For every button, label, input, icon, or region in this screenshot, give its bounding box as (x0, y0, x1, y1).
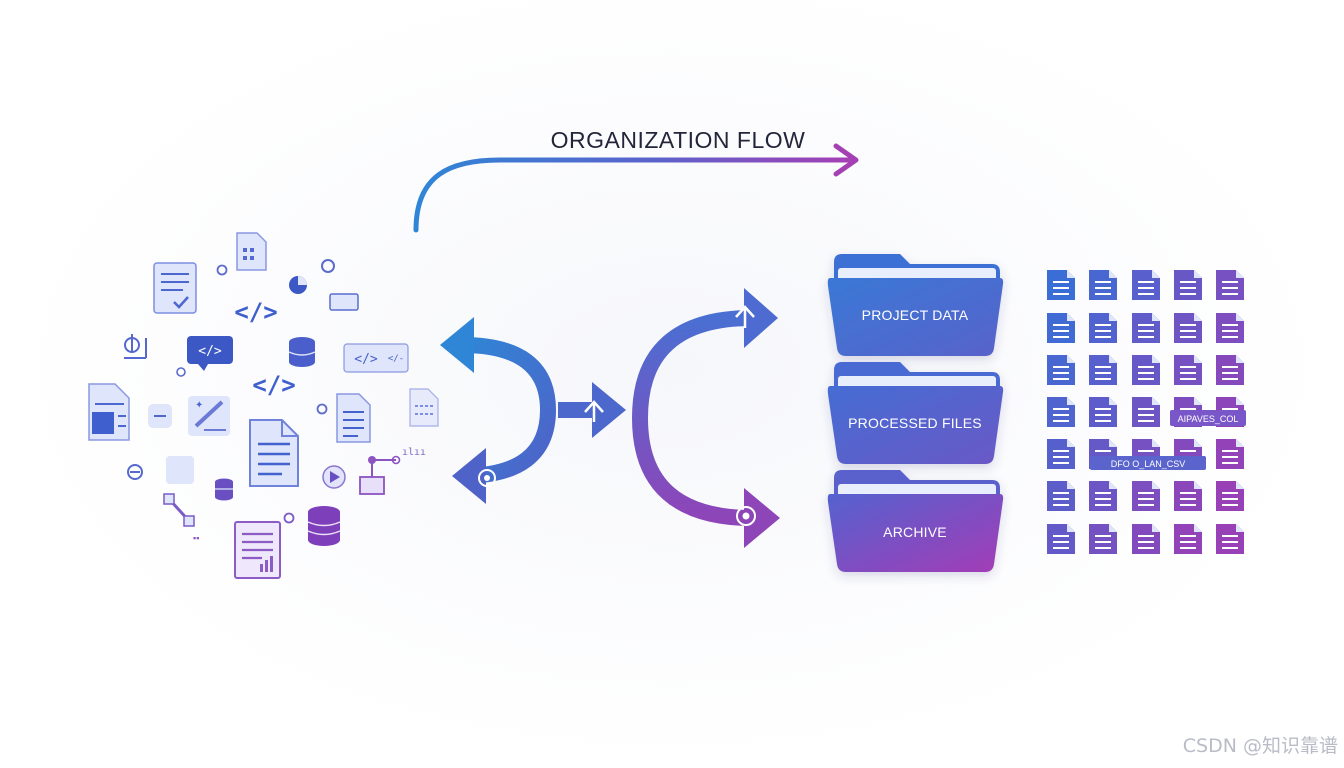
flow-title: ORGANIZATION FLOW (551, 127, 806, 153)
dot-icon (316, 403, 328, 415)
arrowhead-connector (592, 382, 626, 438)
file-icon[interactable] (1047, 355, 1075, 385)
code-window-icon: </> </- (343, 343, 409, 373)
folder-label: ARCHIVE (883, 524, 947, 540)
file-icon[interactable] (1047, 313, 1075, 343)
tile-icon (166, 456, 194, 484)
dot-icon: ▪▪ (193, 533, 199, 543)
network-icon (359, 455, 401, 495)
minus-circle-icon (127, 464, 143, 480)
file-tag: DFO O_LAN_CSV (1090, 456, 1206, 470)
file-icon[interactable] (1089, 313, 1117, 343)
file-icon[interactable] (1132, 355, 1160, 385)
watermark: CSDN @知识靠谱 (1183, 735, 1338, 757)
arrowhead-left-top (440, 317, 474, 373)
report-document-icon (234, 521, 281, 579)
file-icon[interactable] (1132, 524, 1160, 554)
gear-icon (478, 469, 496, 487)
database-icon (288, 337, 316, 367)
code-bubble-icon: </> (187, 336, 233, 371)
file-icon[interactable] (1047, 439, 1075, 469)
file-icon[interactable] (1047, 524, 1075, 554)
folder-label: PROJECT DATA (862, 307, 969, 323)
flow-arrowhead (833, 143, 859, 177)
file-icon[interactable] (1174, 270, 1202, 300)
file-icon[interactable] (1047, 481, 1075, 511)
folder-processed-files[interactable]: PROCESSED FILES (827, 362, 1004, 464)
code-icon: </> (252, 371, 295, 399)
document-icon (236, 232, 267, 271)
document-icon (409, 388, 439, 427)
file-icon[interactable] (1089, 397, 1117, 427)
edit-icon: ✦ (188, 396, 230, 436)
svg-text:</>: </> (354, 352, 378, 367)
file-icon[interactable] (1089, 355, 1117, 385)
file-tag-label: DFO O_LAN_CSV (1111, 459, 1186, 469)
file-icon[interactable] (1174, 481, 1202, 511)
link-icon (163, 493, 195, 527)
svg-text:</-: </- (388, 354, 404, 364)
file-icon[interactable] (1216, 439, 1244, 469)
image-document-icon (88, 383, 130, 441)
file-icon[interactable] (1132, 270, 1160, 300)
distribute-arrows (631, 288, 780, 548)
split-arrows (440, 317, 626, 504)
scattered-files-cluster: </> </> </> </> </- (88, 232, 439, 579)
file-icon[interactable] (1089, 270, 1117, 300)
arrowhead-right-top (744, 288, 778, 348)
flow-arrow (413, 157, 853, 233)
arrowhead-left-bottom (452, 448, 486, 504)
file-icon[interactable] (1216, 270, 1244, 300)
dot-icon (283, 512, 295, 524)
file-icon[interactable] (1089, 481, 1117, 511)
file-icon[interactable] (1132, 397, 1160, 427)
document-icon (249, 419, 299, 487)
file-icon[interactable] (1132, 481, 1160, 511)
gear-icon (736, 506, 756, 526)
file-icon[interactable] (1089, 524, 1117, 554)
dot-icon (176, 367, 186, 377)
dot-icon (321, 259, 335, 273)
folder-archive[interactable]: ARCHIVE (827, 470, 1004, 572)
window-icon (329, 293, 359, 311)
file-icon[interactable] (1174, 524, 1202, 554)
document-check-icon (153, 262, 197, 314)
folder-project-data[interactable]: PROJECT DATA (827, 254, 1004, 356)
pie-icon (289, 276, 307, 294)
file-icon[interactable] (1216, 481, 1244, 511)
database-icon (307, 506, 341, 546)
dot-icon (216, 264, 228, 276)
file-icon[interactable] (1132, 313, 1160, 343)
svg-text:</>: </> (198, 344, 222, 359)
database-icon (215, 478, 233, 501)
play-icon (322, 465, 346, 489)
file-icon[interactable] (1216, 355, 1244, 385)
file-tag: AIPAVES_COL (1170, 410, 1246, 426)
upload-icon (584, 400, 604, 422)
upload-icon (735, 305, 755, 328)
file-icon[interactable] (1047, 270, 1075, 300)
file-icon[interactable] (1174, 355, 1202, 385)
file-icon[interactable] (1216, 313, 1244, 343)
file-icon[interactable] (1047, 397, 1075, 427)
pin-icon (124, 334, 147, 359)
folder-label: PROCESSED FILES (848, 415, 982, 431)
file-icon[interactable] (1216, 524, 1244, 554)
svg-text:✦: ✦ (195, 400, 203, 411)
file-tag-label: AIPAVES_COL (1178, 414, 1239, 424)
code-icon: </> (234, 298, 277, 326)
file-icon[interactable] (1174, 313, 1202, 343)
mini-chart-icon: ılıı (402, 447, 426, 458)
arrowhead-right-bottom (744, 488, 780, 548)
document-icon (336, 393, 371, 443)
